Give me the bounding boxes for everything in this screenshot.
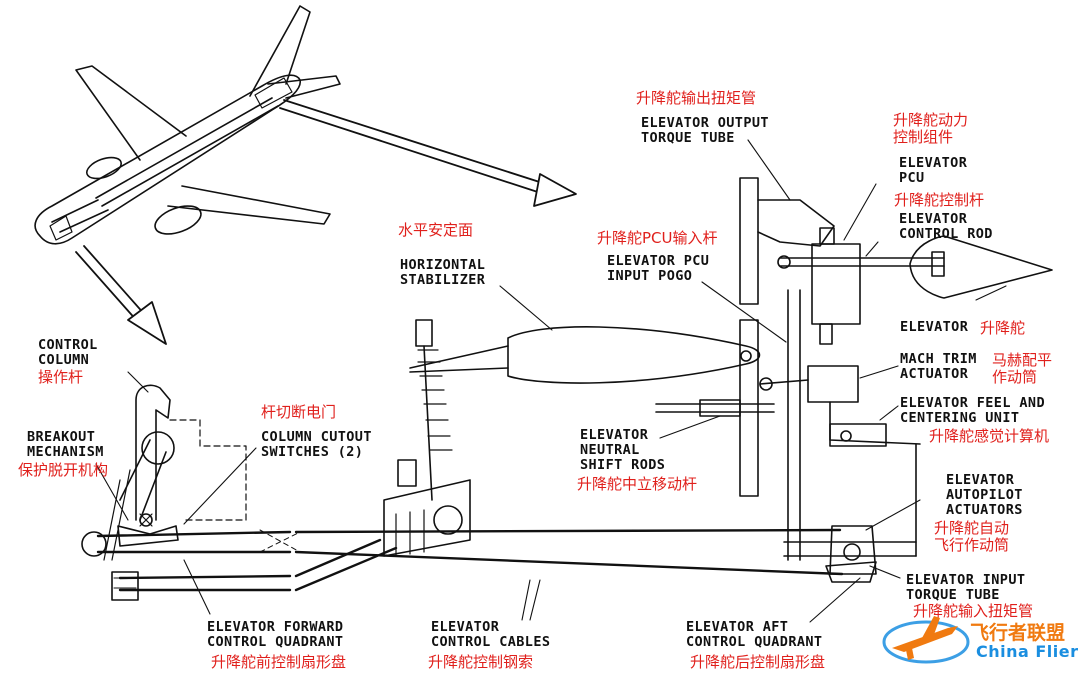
feel-and-trim-linkage xyxy=(759,289,921,561)
horizontal-stabilizer xyxy=(409,326,775,417)
china-flier-logo-icon xyxy=(882,616,970,664)
stabilizer-jackscrew xyxy=(383,319,471,557)
mach-trim-label: MACH TRIM ACTUATOR xyxy=(900,351,977,382)
feel-unit-label-cn: 升降舵感觉计算机 xyxy=(929,427,1050,445)
watermark-cn-text: 飞行者联盟 xyxy=(970,622,1066,644)
cutout-label: COLUMN CUTOUT SWITCHES (2) xyxy=(261,429,372,460)
aft-quadrant xyxy=(783,525,917,583)
input-tube-label-cn: 升降舵输入扭矩管 xyxy=(913,602,1034,620)
cables-label-cn: 升降舵控制钢索 xyxy=(428,653,534,671)
control-cables xyxy=(96,528,844,592)
cables-label: ELEVATOR CONTROL CABLES xyxy=(431,619,551,650)
watermark-en-text: China Flier xyxy=(976,642,1079,661)
pcu-pogo-label: ELEVATOR PCU INPUT POGO xyxy=(607,253,710,284)
elevator-label: ELEVATOR xyxy=(900,319,969,335)
fwd-quadrant-label: ELEVATOR FORWARD CONTROL QUADRANT xyxy=(207,619,344,650)
mach-trim-label-cn: 马赫配平 作动筒 xyxy=(992,351,1053,386)
neutral-rods-label-cn: 升降舵中立移动杆 xyxy=(577,475,698,493)
column-label-cn: 操作杆 xyxy=(38,368,84,386)
watermark: 飞行者联盟 China Flier xyxy=(878,608,1078,672)
control-rod-label: ELEVATOR CONTROL ROD xyxy=(899,211,993,242)
pcu-label-cn: 升降舵动力 控制组件 xyxy=(893,111,969,146)
column-label: CONTROL COLUMN xyxy=(38,337,98,368)
fwd-quadrant-label-cn: 升降舵前控制扇形盘 xyxy=(211,653,347,671)
autopilot-label-cn: 升降舵自动 飞行作动筒 xyxy=(934,519,1010,554)
breakout-label: BREAKOUT MECHANISM xyxy=(27,429,104,460)
airplane-illustration xyxy=(34,5,341,245)
pcu-label: ELEVATOR PCU xyxy=(899,155,968,186)
breakout-label-cn: 保护脱开机构 xyxy=(18,461,109,479)
control-rod-label-cn: 升降舵控制杆 xyxy=(894,191,985,209)
aft-quadrant-label: ELEVATOR AFT CONTROL QUADRANT xyxy=(686,619,823,650)
control-column-assembly xyxy=(81,384,247,601)
neutral-rods-label: ELEVATOR NEUTRAL SHIFT RODS xyxy=(580,427,666,473)
aft-quadrant-label-cn: 升降舵后控制扇形盘 xyxy=(690,653,826,671)
detail-arrows xyxy=(75,99,577,345)
output-torque-tube-label: ELEVATOR OUTPUT TORQUE TUBE xyxy=(641,115,769,146)
h-stab-label-cn: 水平安定面 xyxy=(398,221,474,239)
output-torque-tube-label-cn: 升降舵输出扭矩管 xyxy=(636,89,757,107)
autopilot-label: ELEVATOR AUTOPILOT ACTUATORS xyxy=(946,472,1023,518)
h-stab-label: HORIZONTAL STABILIZER xyxy=(400,257,486,288)
cutout-label-cn: 杆切断电门 xyxy=(261,403,337,421)
input-tube-label: ELEVATOR INPUT TORQUE TUBE xyxy=(906,572,1026,603)
pcu-and-control-rod xyxy=(777,227,1053,345)
pcu-pogo-label-cn: 升降舵PCU输入杆 xyxy=(597,229,718,247)
feel-unit-label: ELEVATOR FEEL AND CENTERING UNIT xyxy=(900,395,1045,426)
leader-lines xyxy=(95,139,1007,623)
output-torque-tube xyxy=(739,177,835,497)
elevator-label-cn: 升降舵 xyxy=(980,319,1026,337)
